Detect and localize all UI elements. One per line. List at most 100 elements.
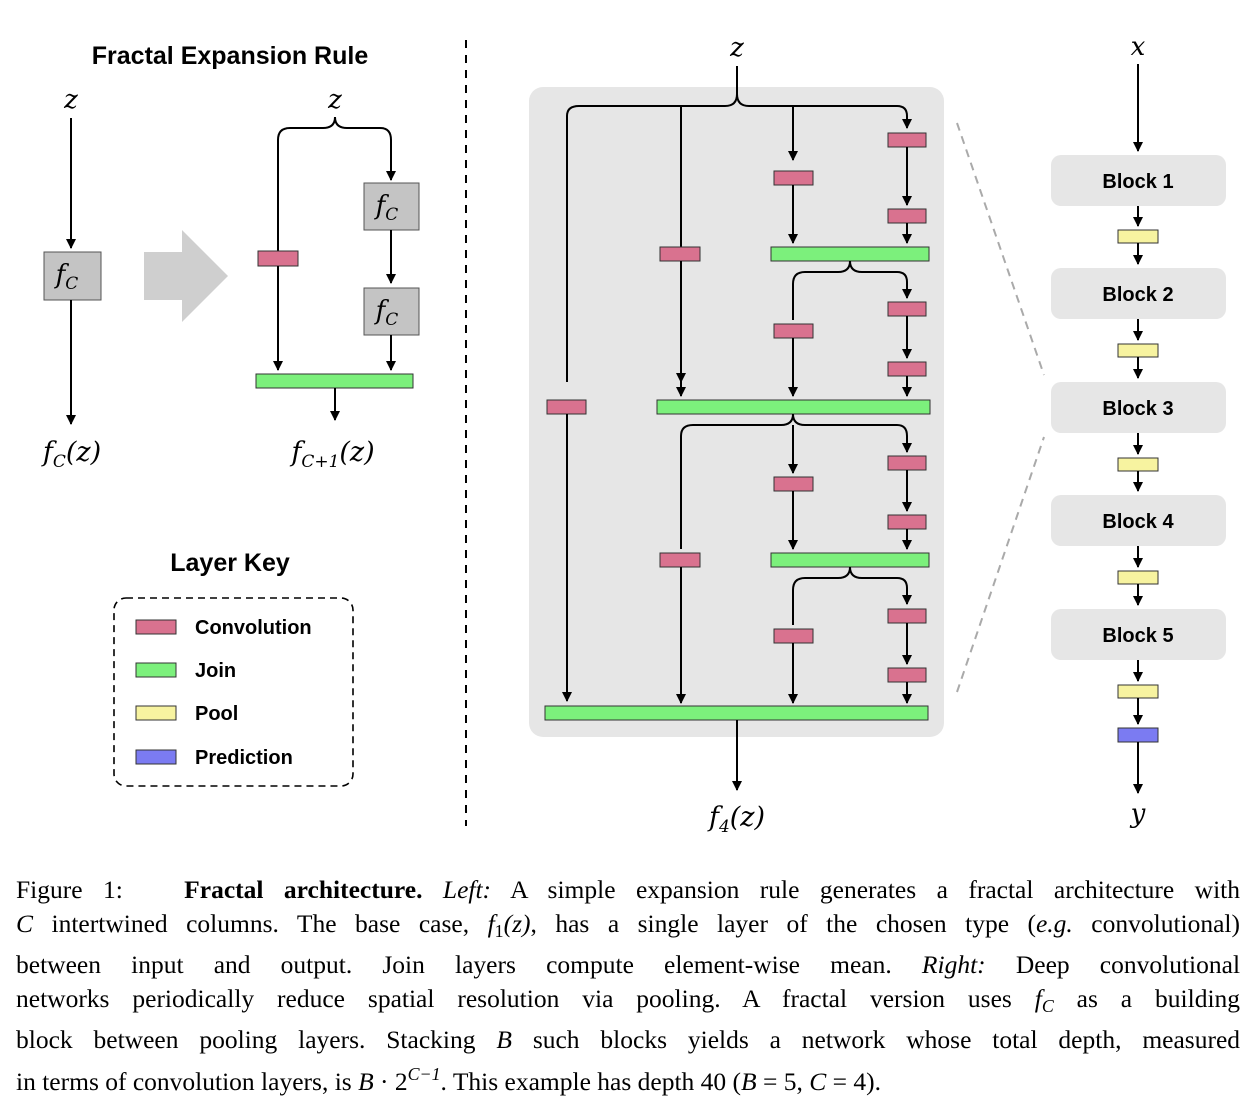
caption-line-6b: . This example has depth 40 ( [440, 1067, 742, 1096]
expanded-join-layer [255, 373, 414, 389]
expanded-fc-bottom [363, 287, 420, 336]
caption-left-label: Left: [442, 875, 492, 904]
network-pool-1 [1117, 229, 1159, 244]
caption-line-4: networks periodically reduce spatial res… [16, 982, 1240, 1023]
caption-f1-sub: 1 [494, 921, 504, 941]
caption-line-4b: as a building [1076, 984, 1241, 1013]
network-pool-3 [1117, 457, 1159, 472]
caption-f1: f [487, 909, 495, 938]
caption-line-3a: between input and output. Join layers co… [16, 950, 892, 979]
base-fc-sub: C [65, 274, 78, 294]
caption-text-3: , has a single layer of the chosen type … [530, 909, 1036, 938]
caption-text-4: convolutional) [1091, 909, 1241, 938]
network-pool-5 [1117, 684, 1159, 699]
svg-text:fC(z): fC(z) [41, 437, 101, 472]
key-swatch-convolution [135, 619, 177, 635]
caption-line-3b: Deep convolutional [1015, 950, 1241, 979]
fractal-conv-col3-b [773, 323, 814, 339]
svg-text:fC+1(z): fC+1(z) [289, 437, 374, 472]
fractal-conv-col1 [546, 399, 587, 415]
caption-b-eq: B [741, 1067, 757, 1096]
caption-fc: f [1034, 984, 1042, 1013]
caption-formula-exp: C−1 [407, 1064, 441, 1084]
caption-text-1: A simple expansion rule generates a frac… [510, 875, 1240, 904]
caption-text-2: intertwined columns. The base case, [51, 909, 470, 938]
caption-fc-sub: C [1041, 996, 1054, 1016]
fractal-conv-col4-g [887, 608, 927, 624]
fractal-conv-col4-d [887, 361, 927, 377]
fractal-output-arg: (z) [730, 802, 765, 833]
fractal-conv-col4-b [887, 208, 927, 224]
base-output-arg: (z) [66, 437, 101, 468]
caption-c-var: C [16, 909, 34, 938]
network-block-4 [1051, 495, 1226, 546]
key-label-join: Join [195, 660, 236, 682]
base-output-sub: C [53, 452, 66, 472]
base-fc-block [43, 251, 102, 301]
fractal-conv-col3-a [773, 170, 814, 186]
network-block-1-label: Block 1 [1102, 171, 1173, 193]
network-pool-2 [1117, 343, 1159, 358]
expanded-output-sub: C+1 [301, 452, 339, 472]
network-input-label: x [1131, 32, 1146, 62]
caption-line-2: C intertwined columns. The base case, f1… [16, 907, 1240, 948]
expanded-input-label: z [327, 85, 342, 115]
network-block-3-label: Block 3 [1102, 398, 1173, 420]
expansion-rule-title: Fractal Expansion Rule [92, 42, 369, 70]
svg-text:f4(z): f4(z) [707, 802, 765, 837]
caption-c-eq-val: = 4). [826, 1067, 882, 1096]
caption-line-4a: networks periodically reduce spatial res… [16, 984, 1012, 1013]
fractal-conv-col4-f [887, 514, 927, 530]
caption-line-1: Figure 1: Fractal architecture. Left: A … [16, 873, 1240, 907]
layer-key-title: Layer Key [170, 549, 290, 577]
key-label-pool: Pool [195, 703, 238, 725]
fractal-conv-col2-b [659, 552, 701, 568]
key-label-prediction: Prediction [195, 747, 293, 769]
fractal-conv-col4-e [887, 455, 927, 471]
key-swatch-prediction [135, 749, 177, 765]
key-swatch-pool [135, 705, 177, 721]
fractal-conv-col2-a [659, 246, 701, 262]
fractal-conv-col3-d [773, 628, 814, 644]
caption-line-5b: such blocks yields a network whose total… [532, 1025, 1241, 1054]
caption-c-eq: C [809, 1067, 827, 1096]
network-block-4-label: Block 4 [1102, 511, 1174, 533]
network-block-5 [1051, 609, 1226, 660]
expansion-arrow-icon [144, 230, 228, 322]
fractal-conv-col4-c [887, 301, 927, 317]
caption-line-5: block between pooling layers. Stacking B… [16, 1023, 1240, 1057]
network-output-label: y [1130, 799, 1146, 829]
fractal-conv-col4-h [887, 667, 927, 683]
fractal-join-final [544, 705, 929, 721]
network-block-3 [1051, 382, 1226, 433]
figure-caption: Figure 1: Fractal architecture. Left: A … [16, 873, 1240, 1099]
expanded-conv-layer [257, 250, 299, 267]
network-pool-4 [1117, 570, 1159, 585]
caption-f1-arg: (z) [503, 909, 531, 938]
key-swatch-join [135, 662, 177, 678]
network-block-2 [1051, 268, 1226, 319]
fractal-output-sub: 4 [718, 817, 730, 837]
caption-right-label: Right: [921, 950, 986, 979]
caption-line-6: in terms of convolution layers, is B · 2… [16, 1057, 1240, 1099]
network-prediction [1117, 727, 1159, 743]
fractal-conv-col3-c [773, 476, 814, 492]
network-block-1 [1051, 155, 1226, 206]
caption-b-eq-val: = 5, [756, 1067, 810, 1096]
caption-line-3: between input and output. Join layers co… [16, 948, 1240, 982]
expanded-output-arg: (z) [339, 437, 374, 468]
fractal-join-2 [656, 399, 931, 415]
caption-formula-b: B [358, 1067, 374, 1096]
caption-title: Fractal architecture. [184, 875, 423, 904]
fractal-join-1 [770, 246, 930, 262]
caption-figure-label: Figure 1: [16, 875, 123, 904]
fractal-input-label: z [729, 33, 744, 63]
caption-line-5a: block between pooling layers. Stacking [16, 1025, 476, 1054]
fractal-join-3 [770, 552, 930, 568]
caption-line-6a: in terms of convolution layers, is [16, 1067, 352, 1096]
expanded-fc-bottom-sub: C [385, 310, 398, 330]
caption-formula-dot: · 2 [380, 1067, 408, 1096]
caption-b-var: B [496, 1025, 512, 1054]
network-block-5-label: Block 5 [1102, 625, 1173, 647]
expanded-fc-top-sub: C [385, 205, 398, 225]
